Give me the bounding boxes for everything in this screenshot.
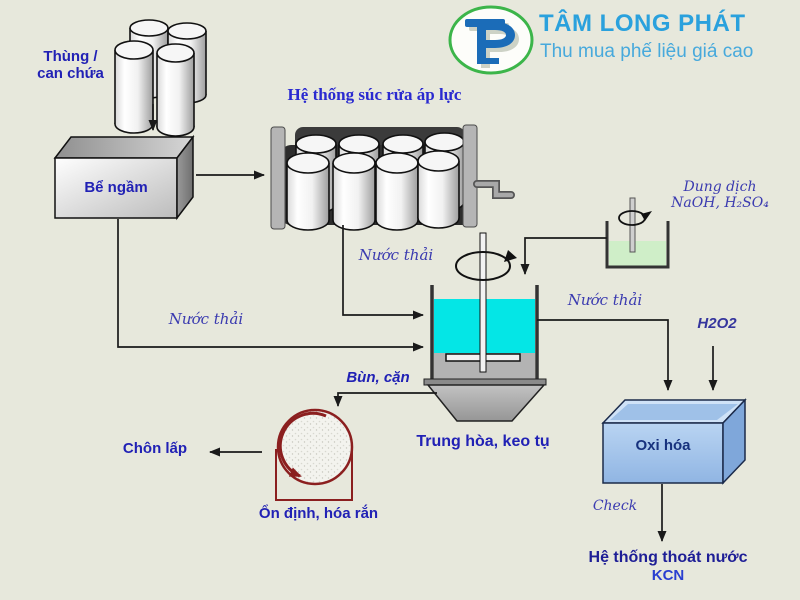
arrow-wastewater-to-oxidation [537,319,673,391]
logo-title: TÂM LONG PHÁT [539,10,746,37]
drainage-label-line1: Hệ thống thoát nước [588,549,748,566]
wastewater-label-2: Nước thải [168,310,244,328]
chemical-solution-label: Dung dịch NaOH, H₂SO₄ [655,179,785,211]
washer-front-drums-icon [286,150,460,231]
landfill-label: Chôn lấp [122,440,188,457]
drum-rotation-arrow-icon [278,411,327,478]
washing-machine-shape [270,124,515,231]
chemical-liquid [609,241,666,266]
tank-funnel [426,384,546,422]
storage-label-line1: Thùng / [43,48,98,65]
arrow-sludge [333,392,437,407]
underground-tank-label: Bể ngầm [84,179,148,196]
drainage-label-line2: KCN [651,567,685,585]
washing-system-title: Hệ thống súc rửa áp lực [287,85,462,104]
arrow-tank-wastewater [117,219,424,352]
arrow-washer-wastewater [342,225,424,320]
sludge-label: Bùn, cặn [346,369,410,386]
oxidation-label: Oxi hóa [635,437,691,454]
neutralization-tank-shape [423,232,547,422]
drainage-label: Hệ thống thoát nước KCN [572,549,764,585]
wastewater-label-1: Nước thải [358,246,434,264]
logo-subtitle: Thu mua phế liệu giá cao [540,41,754,62]
check-label: Check [592,498,638,514]
chemical-label-line1: Dung dịch [683,179,757,195]
stabilization-drum-shape [275,408,354,501]
stabilization-label: Ổn định, hóa rắn [258,505,379,522]
storage-label-line2: can chứa [37,65,104,83]
chemical-tank-shape [605,197,670,269]
chemical-label-line2: NaOH, H₂SO₄ [671,195,769,212]
flow-arrows [117,104,718,542]
oxidation-box-shape [601,398,747,485]
storage-drums-icon [114,19,207,137]
arrow-chemical-feed [520,237,607,275]
rotation-arrow-icon [455,251,511,281]
neutralization-label: Trung hòa, keo tụ [416,433,550,450]
wastewater-label-3: Nước thải [567,291,643,309]
stirrer-shaft [479,232,487,373]
logo-mark [448,5,534,75]
h2o2-label: H2O2 [697,315,737,332]
storage-label: Thùng / can chứa [18,48,123,83]
underground-tank-shape [53,134,195,221]
logo-monogram-icon [465,19,515,64]
